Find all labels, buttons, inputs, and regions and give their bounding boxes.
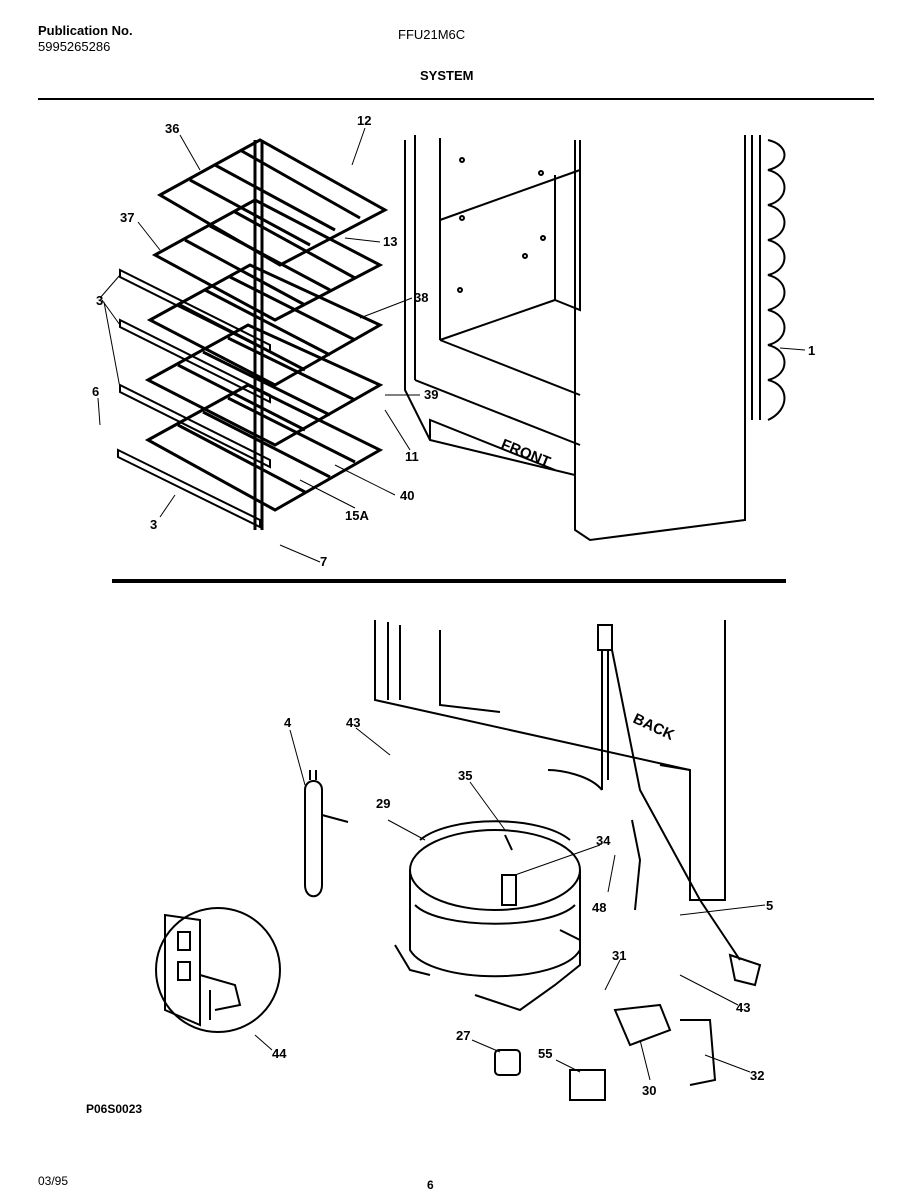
callout-43-lower: 43 xyxy=(736,1000,750,1015)
callout-31: 31 xyxy=(612,948,626,963)
callout-38: 38 xyxy=(414,290,428,305)
header-rule xyxy=(38,98,874,100)
footer-date: 03/95 xyxy=(38,1174,69,1188)
compressor xyxy=(394,820,581,1012)
callout-44: 44 xyxy=(272,1046,287,1061)
callout-34: 34 xyxy=(596,833,611,848)
callout-35: 35 xyxy=(458,768,472,783)
back-label: BACK xyxy=(630,710,677,744)
callout-48: 48 xyxy=(592,900,606,915)
callout-30: 30 xyxy=(642,1083,656,1098)
publication-label: Publication No. xyxy=(38,23,133,38)
drawing-code: P06S0023 xyxy=(86,1102,143,1116)
callout-43-upper: 43 xyxy=(346,715,360,730)
callout-6: 6 xyxy=(92,384,99,399)
callout-11: 11 xyxy=(405,449,419,464)
cabinet-back xyxy=(374,620,726,901)
callout-29: 29 xyxy=(376,796,390,811)
shelf-system-diagram: 36 12 37 13 3 38 1 6 39 11 40 15A 3 7 FR… xyxy=(92,113,815,569)
callout-3-lower: 3 xyxy=(150,517,157,532)
relay-overload xyxy=(494,1003,717,1101)
callout-12: 12 xyxy=(357,113,371,128)
callout-27: 27 xyxy=(456,1028,470,1043)
callout-3-upper: 3 xyxy=(96,293,103,308)
callout-4: 4 xyxy=(284,715,292,730)
callout-37: 37 xyxy=(120,210,134,225)
model-number: FFU21M6C xyxy=(398,27,466,42)
bottom-callouts: 4 43 35 29 34 48 5 31 43 27 55 30 32 44 … xyxy=(272,710,773,1098)
filter-drier xyxy=(304,770,349,898)
cabinet-outline xyxy=(404,135,746,542)
power-wiring xyxy=(547,624,762,987)
section-title: SYSTEM xyxy=(420,68,474,83)
callout-55: 55 xyxy=(538,1046,552,1061)
section-divider xyxy=(112,579,786,583)
evaporator-coil xyxy=(751,135,786,421)
callout-39: 39 xyxy=(424,387,438,402)
wire-shelves xyxy=(144,138,389,530)
callout-15a: 15A xyxy=(345,508,369,523)
publication-number: 5995265286 xyxy=(38,39,111,54)
outlet-inset xyxy=(155,907,281,1033)
callout-7: 7 xyxy=(320,554,327,569)
callout-13: 13 xyxy=(383,234,397,249)
callout-1: 1 xyxy=(808,343,815,358)
callout-40: 40 xyxy=(400,488,414,503)
callout-5: 5 xyxy=(766,898,773,913)
callout-32: 32 xyxy=(750,1068,764,1083)
page-number: 6 xyxy=(427,1178,434,1192)
callout-36: 36 xyxy=(165,121,179,136)
